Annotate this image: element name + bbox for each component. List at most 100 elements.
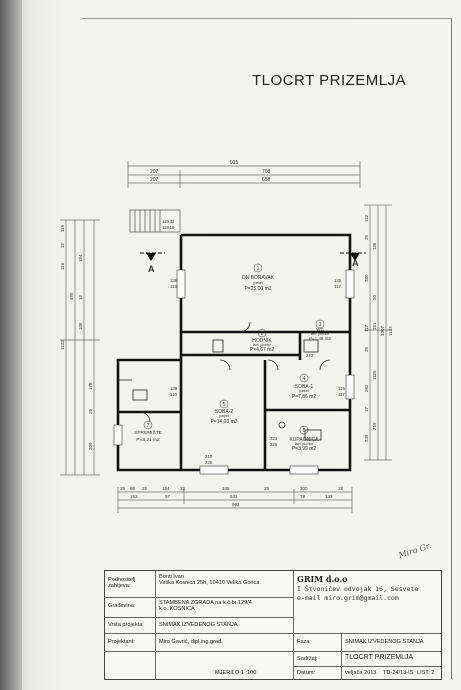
dim-inner-9: 223: [270, 436, 278, 441]
dim-bottom-total: 993: [232, 502, 240, 507]
dim-bottom-9: 25: [338, 486, 344, 491]
date-value: veljača 2013: [345, 670, 377, 676]
room-7-number: 7: [147, 423, 150, 429]
dim-inner-6: 110: [170, 392, 177, 397]
dim-inner-5: 139: [170, 386, 178, 391]
dim-top-1: 207: [150, 169, 159, 175]
dim-inner-7: 225: [205, 460, 213, 465]
dim-left-4: 495: [69, 292, 74, 300]
dim-right-7: 17: [364, 406, 369, 412]
dim-bottom-4: 154: [162, 486, 170, 491]
room-3-area: P=1,49 m2: [309, 336, 331, 341]
dim-left-11: 209: [88, 442, 93, 450]
project-type-label: Vrsta projekta:: [108, 622, 144, 628]
designer-value: Miro Gavrić, dipl.ing.građ.: [159, 639, 223, 645]
dim-left-8: 1133: [60, 340, 65, 350]
dim-inner-4: 117: [334, 284, 341, 289]
content-value: TLOCRT PRIZEMLJA: [345, 654, 414, 661]
room-5-area: P=14,03 m2: [210, 419, 237, 425]
room-2-area: P=4,67 m2: [250, 347, 275, 353]
dim-left-6: 12: [78, 294, 83, 300]
title-block: Podnositelj zahtjeva: Bonti Ivan Velika …: [104, 570, 442, 680]
room-1-floor: parket: [253, 281, 263, 285]
drawing-title: TLOCRT PRIZEMLJA: [252, 72, 407, 89]
content-label: Sadržaj:: [297, 656, 318, 662]
dim-right-1: 112: [364, 214, 369, 222]
room-3-number: 3: [319, 322, 322, 328]
dim-bottom-12: 531: [230, 494, 238, 499]
dim-bottom-7: 25: [264, 486, 270, 491]
room-5-floor: parket: [219, 414, 229, 418]
dim-inner-15: 12X32: [162, 219, 175, 224]
sheet-border: [82, 18, 452, 679]
room-5-name: SOBA-2: [215, 409, 234, 415]
dim-bottom-2: 86: [130, 486, 136, 491]
dim-inner-2: 115: [170, 284, 177, 289]
room-6-number: 6: [303, 428, 306, 434]
dim-inner-12: 117: [338, 392, 345, 397]
dim-bottom-14: 133: [325, 494, 333, 499]
doc-number: TD-24/13-IS: [383, 670, 414, 676]
section-mark-right: A: [352, 258, 359, 268]
room-7-area: P=3,21 m2: [136, 437, 160, 443]
building-label: Građevina:: [108, 603, 136, 609]
dim-right-5: 25: [364, 346, 369, 352]
dim-left-5: 154: [78, 254, 83, 262]
dim-bottom-13: 79: [300, 494, 306, 499]
sheet-number: LIST: 2: [417, 670, 435, 676]
phase-label: Faza:: [297, 639, 311, 645]
dim-inner-8: 210: [205, 454, 213, 459]
room-4-number: 4: [303, 376, 306, 382]
dim-left-10: 25: [88, 408, 93, 414]
scale-value: MJERILO 1 :100: [215, 670, 257, 676]
dim-bottom-11: 97: [165, 494, 171, 499]
room-2-number: 2: [261, 331, 264, 337]
dim-inner-11: 115: [338, 386, 345, 391]
dim-bottom-8: 300: [300, 486, 308, 491]
room-7-name: SPREMIŠTE: [134, 429, 162, 436]
room-6-name: KUPAONICA: [289, 437, 319, 443]
room-4-floor: parket: [299, 389, 309, 393]
dim-bottom-3: 25: [142, 486, 148, 491]
dim-left-7: 108: [78, 322, 83, 330]
dim-right-10: 1007: [380, 325, 385, 336]
dim-right-11: 136: [372, 242, 377, 250]
section-mark-left: A: [148, 264, 155, 274]
project-type-value: SNIMAK IZVEDENOG STANJA: [159, 622, 238, 628]
room-4-area: P=7,86 m2: [292, 394, 317, 400]
dim-right-14: 1126: [372, 370, 377, 380]
dim-inner-13: 233: [306, 353, 314, 358]
dim-right-15: 219: [372, 422, 377, 430]
dim-bottom-5: 25: [180, 486, 186, 491]
dim-right-9: 1133: [388, 326, 393, 336]
dim-top-2: 708: [262, 169, 271, 175]
dim-top-3: 207: [150, 177, 159, 183]
room-2-name: HODNIK: [252, 338, 272, 344]
company-address: I Štvoničev odvojak 16, Sesvete: [297, 585, 419, 593]
room-1-area: P=25,00 m2: [244, 286, 271, 292]
room-1-number: 1: [257, 266, 260, 272]
dim-right-4: 117: [364, 324, 369, 332]
building-value: STAMBENA ZGRADA na k.č.br.129/4 k.o. KOS…: [159, 600, 252, 613]
dim-right-8: 249: [364, 434, 369, 442]
phase-value: SNIMAK IZVEDENOG STANJA: [345, 639, 424, 645]
dim-top-4: 658: [262, 177, 271, 183]
dim-right-12: 50: [372, 294, 377, 300]
room-4-name: SOBA-1: [295, 384, 314, 390]
room-6-floor: lam. pločice: [295, 442, 314, 446]
dim-inner-1: 135: [170, 278, 178, 283]
investor-label: Podnositelj zahtjeva:: [108, 577, 136, 590]
dim-left-2: 12: [60, 242, 65, 248]
dim-bottom-1: 25: [120, 486, 126, 491]
dim-right-6: 262: [364, 384, 369, 392]
dim-inner-14: 13X19: [162, 225, 175, 230]
dim-right-13: 151: [372, 322, 377, 330]
dim-left-3: 116: [60, 262, 65, 270]
room-5-number: 5: [223, 402, 226, 408]
dim-right-2: 25: [364, 234, 369, 240]
dim-inner-10: 225: [270, 442, 278, 447]
designer-label: Projektant:: [108, 639, 135, 645]
dim-left-1: 115: [60, 224, 65, 232]
dim-right-3: 380: [364, 274, 369, 282]
